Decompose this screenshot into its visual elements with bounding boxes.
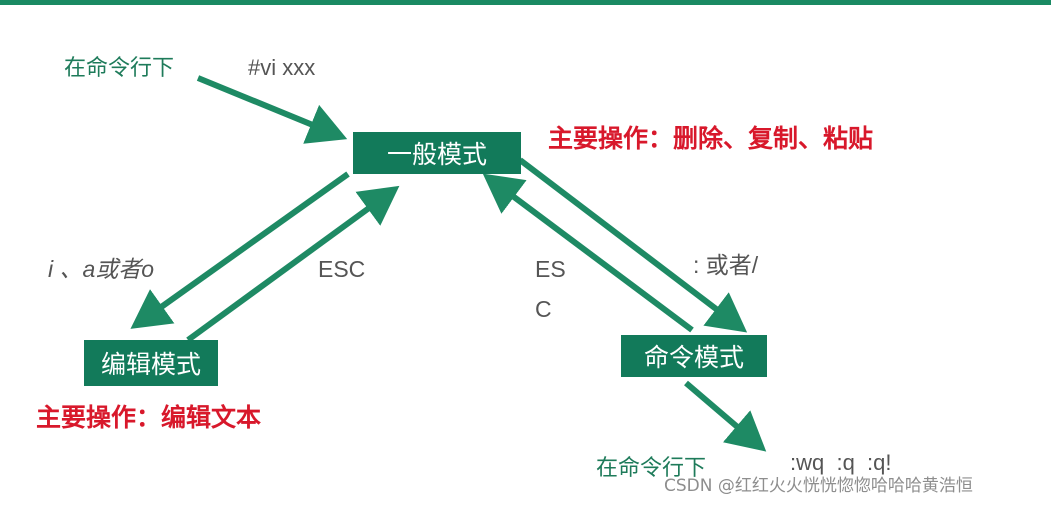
command-mode-label: 命令模式 (643, 343, 744, 372)
edit-mode-operations: 主要操作：编辑文本 (36, 403, 262, 432)
arrow-command-to-exit (684, 380, 767, 452)
edit-mode-box: 编辑模式 (84, 340, 218, 386)
arrow-command-to-normal (482, 173, 694, 333)
exit-context-label: 在命令行下 (596, 456, 707, 481)
top-border (0, 0, 1051, 5)
edit-mode-label: 编辑模式 (100, 350, 201, 379)
arrow-edit-to-normal (186, 185, 400, 343)
insert-keys-label: i 、a或者o (48, 256, 155, 282)
arrow-normal-to-edit (130, 171, 350, 329)
start-context-label: 在命令行下 (64, 56, 175, 81)
normal-mode-box: 一般模式 (353, 132, 521, 174)
command-esc-label-line1: ES (535, 256, 566, 282)
command-mode-box: 命令模式 (621, 335, 767, 377)
command-keys-label: : 或者/ (693, 252, 759, 278)
vi-command-label: #vi xxx (248, 55, 316, 80)
edit-esc-label: ESC (318, 256, 366, 282)
watermark: CSDN @红红火火恍恍惚惚哈哈哈黄浩恒 (664, 476, 973, 496)
normal-mode-label: 一般模式 (386, 140, 487, 169)
normal-mode-operations: 主要操作：删除、复制、粘贴 (548, 124, 874, 153)
exit-commands-label: :wq :q :q! (790, 450, 892, 475)
command-esc-label-line2: C (535, 296, 552, 322)
arrow-start-to-normal (196, 75, 348, 144)
arrow-normal-to-command (518, 157, 748, 333)
